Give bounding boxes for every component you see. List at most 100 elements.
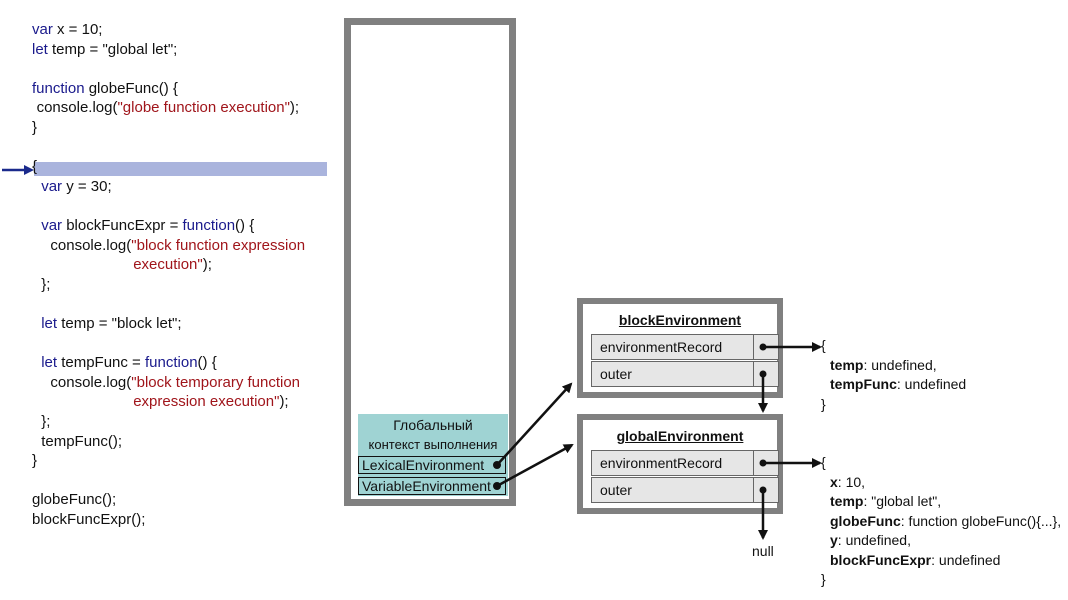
code-text: };	[41, 413, 51, 430]
execution-pointer-icon	[2, 165, 34, 175]
record-brace: {	[821, 454, 826, 470]
record-key: temp	[830, 493, 864, 509]
code-keyword: let	[32, 40, 48, 58]
global-environment: globalEnvironment environmentRecord oute…	[577, 414, 783, 514]
global-environment-outer-label: outer	[600, 482, 632, 498]
block-environment-outer-label: outer	[600, 366, 632, 382]
code-text: () {	[235, 217, 255, 234]
global-environment-outer-row: outer	[591, 477, 779, 503]
code-text: }	[32, 119, 38, 136]
code-text: }	[32, 452, 38, 470]
code-text: x = 10;	[52, 21, 103, 38]
code-keyword: function	[145, 354, 198, 372]
code-line: blockFuncExpr();	[32, 511, 145, 529]
code-line: console.log("block function expression	[50, 237, 305, 255]
block-environment-outer-pointer	[753, 362, 778, 386]
code-keyword: var	[41, 217, 63, 234]
code-text: tempFunc();	[41, 432, 123, 450]
code-text: globeFunc() {	[84, 79, 178, 97]
block-environment-outer-row: outer	[591, 361, 779, 387]
code-text: blockFuncExpr =	[62, 217, 183, 234]
code-line: };	[41, 276, 50, 294]
record-value: : undefined,	[837, 532, 911, 548]
record-line: }	[821, 395, 826, 413]
global-environment-outer-pointer	[753, 478, 778, 502]
code-line: globeFunc();	[32, 491, 116, 509]
block-environment: blockEnvironment environmentRecord outer	[577, 298, 783, 398]
lexical-environment-slot: LexicalEnvironment	[358, 456, 506, 474]
block-environment-title: blockEnvironment	[618, 312, 742, 328]
global-environment-record-row: environmentRecord	[591, 450, 779, 476]
code-string: "block temporary function	[131, 373, 301, 391]
record-brace: {	[821, 337, 826, 353]
code-text: {	[32, 158, 38, 176]
code-keyword: var	[41, 177, 63, 195]
code-line: console.log("globe function execution");	[37, 99, 300, 117]
record-value: : undefined	[896, 376, 967, 392]
code-line: let temp = "block let";	[41, 315, 181, 333]
code-line: var x = 10;	[32, 21, 102, 39]
record-value: : 10,	[837, 473, 866, 490]
code-text: tempFunc =	[57, 354, 145, 372]
record-key: blockFuncExpr	[830, 551, 932, 568]
code-line: }	[32, 452, 37, 470]
code-keyword: let	[41, 315, 58, 332]
record-line: y: undefined,	[830, 531, 911, 549]
code-line: var blockFuncExpr = function() {	[41, 217, 254, 235]
code-text: );	[289, 99, 300, 117]
code-text: () {	[197, 354, 217, 372]
record-line: globeFunc: function globeFunc(){...},	[830, 512, 1061, 530]
record-brace: }	[821, 395, 826, 412]
code-text: );	[202, 256, 212, 274]
code-keyword: let	[41, 354, 58, 372]
code-line: let temp = "global let";	[32, 41, 177, 59]
record-line: {	[821, 453, 826, 471]
record-value: : function globeFunc(){...},	[900, 512, 1062, 529]
code-text: console.log(	[50, 236, 132, 254]
code-line: }	[32, 119, 37, 137]
record-key: x	[830, 473, 838, 490]
code-line: execution");	[133, 256, 212, 274]
code-keyword: var	[32, 21, 53, 38]
block-environment-record-row: environmentRecord	[591, 334, 779, 360]
record-key: globeFunc	[830, 512, 901, 529]
code-line: function globeFunc() {	[32, 80, 178, 98]
code-text: temp = "block let";	[57, 315, 182, 332]
current-line-highlight	[34, 162, 327, 176]
code-line: {	[32, 158, 37, 176]
code-string: expression execution"	[133, 393, 280, 411]
record-line: }	[821, 570, 826, 588]
context-subtitle: контекст выполнения	[368, 437, 498, 452]
record-line: temp: undefined,	[830, 356, 937, 374]
context-title: Глобальный	[393, 417, 473, 433]
code-line: console.log("block temporary function	[50, 374, 300, 392]
variable-environment-slot: VariableEnvironment	[358, 477, 506, 495]
code-text: console.log(	[36, 99, 118, 117]
code-keyword: function	[32, 79, 85, 97]
record-value: : undefined	[931, 551, 1001, 568]
code-text: console.log(	[50, 373, 132, 391]
lexical-environment-label: LexicalEnvironment	[362, 457, 485, 473]
global-environment-title: globalEnvironment	[616, 428, 744, 444]
record-value: : undefined,	[863, 356, 937, 373]
record-line: x: 10,	[830, 473, 865, 491]
record-key: temp	[830, 356, 864, 373]
code-string: "block function expression	[131, 236, 306, 254]
record-value: : "global let",	[863, 493, 942, 509]
outer-null-label: null	[752, 543, 774, 559]
global-environment-record-pointer	[753, 451, 778, 475]
code-line: };	[41, 413, 50, 431]
code-line: tempFunc();	[41, 433, 122, 451]
code-line: var y = 30;	[41, 178, 111, 196]
code-string: execution"	[133, 256, 203, 274]
block-environment-record-pointer	[753, 335, 778, 359]
code-text: };	[41, 275, 51, 293]
code-text: blockFuncExpr();	[32, 511, 146, 528]
record-line: tempFunc: undefined	[830, 375, 966, 393]
variable-environment-label: VariableEnvironment	[362, 478, 491, 494]
code-text: y = 30;	[62, 177, 112, 195]
record-brace: }	[821, 571, 826, 587]
code-text: temp = "global let";	[47, 40, 178, 58]
record-line: {	[821, 336, 826, 354]
code-text: );	[279, 393, 289, 411]
